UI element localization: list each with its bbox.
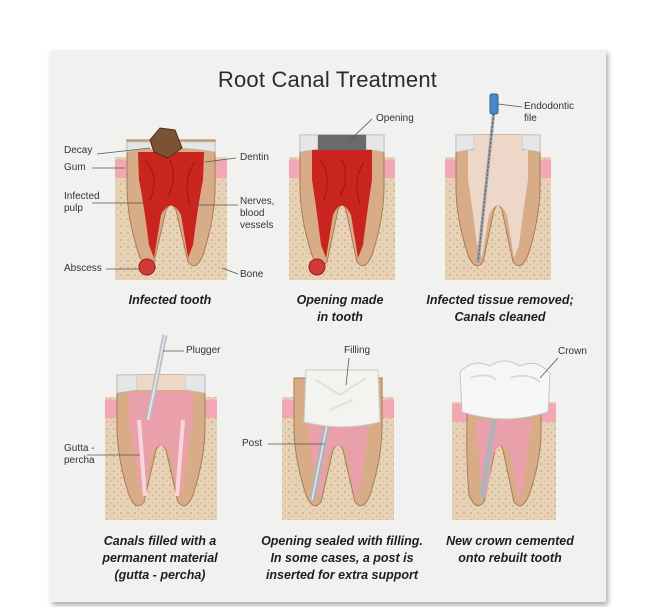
tooth-opening [289, 134, 395, 280]
label-bone: Bone [240, 269, 264, 280]
tooth-cleaned [445, 93, 551, 280]
label-dentin: Dentin [240, 152, 269, 163]
gutta-percha-highlight [137, 419, 185, 497]
opening [137, 375, 185, 390]
decay-cavity [149, 127, 183, 159]
plugger-highlight [147, 334, 166, 421]
label-endodontic-file: Endodontic file [524, 101, 575, 124]
endodontic-file-handle [489, 93, 499, 115]
caption-step3: Infected tissue removed; Canals cleaned [426, 293, 574, 324]
label-abscess: Abscess [64, 263, 102, 274]
label-filling: Filling [344, 345, 371, 356]
abscess [308, 258, 326, 276]
caption-step4: Canals filled with a permanent material … [102, 534, 218, 582]
filling-shading [315, 377, 367, 411]
label-decay: Decay [64, 145, 93, 156]
caption-step6: New crown cemented onto rebuilt tooth [446, 534, 574, 565]
post [479, 419, 497, 499]
opening [318, 135, 366, 150]
label-post: Post [242, 438, 263, 449]
caption-step5: Opening sealed with filling. In some cas… [261, 534, 423, 582]
label-gum: Gum [64, 162, 86, 173]
post-highlight [311, 419, 329, 501]
caption-step2: Opening made in tooth [296, 293, 384, 324]
label-nerves: Nerves, blood vessels [240, 196, 275, 231]
label-gutta-percha: Gutta - percha [64, 443, 95, 466]
endodontic-file-thread [477, 109, 495, 263]
label-opening: Opening [376, 113, 414, 124]
poster-title: Root Canal Treatment [217, 67, 438, 92]
pulp-veins [144, 159, 196, 206]
filling [303, 369, 381, 428]
crown [459, 360, 551, 420]
abscess [138, 258, 156, 276]
tooth-gutta-percha [105, 334, 217, 520]
pulp-veins [319, 159, 365, 206]
label-plugger: Plugger [186, 345, 221, 356]
label-crown: Crown [558, 346, 587, 357]
caption-step1: Infected tooth [128, 293, 212, 307]
label-infected-pulp: Infected pulp [64, 191, 100, 214]
tooth-filling [282, 369, 394, 520]
crown-shading [469, 374, 541, 383]
cleaned-pulp-chamber [468, 150, 528, 258]
tooth-crown [452, 360, 556, 520]
tooth-infected [115, 127, 227, 280]
opening [474, 135, 522, 150]
leader-lines [87, 103, 559, 456]
